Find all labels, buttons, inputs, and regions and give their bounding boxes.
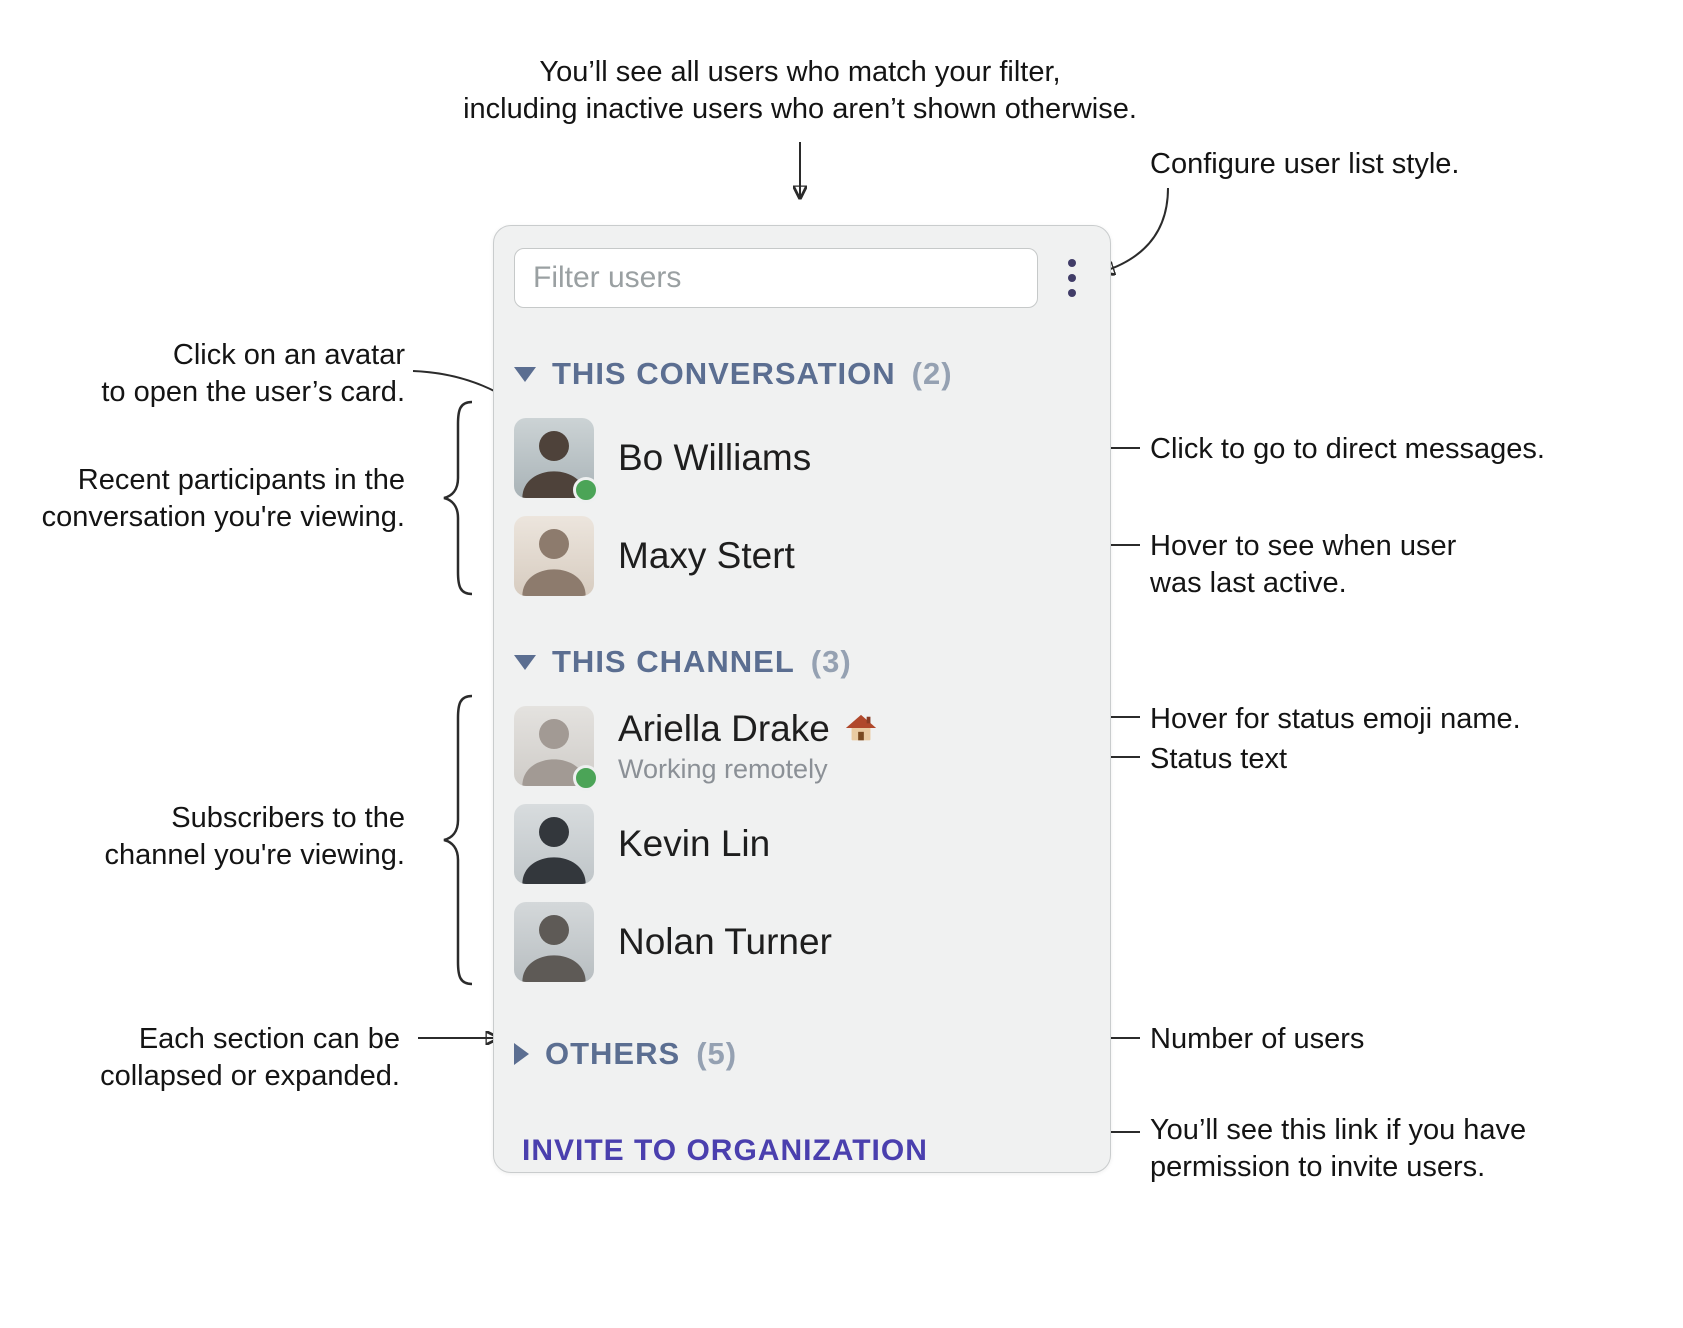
user-row: Bo Williams: [514, 418, 1090, 503]
note-status-emoji: Hover for status emoji name.: [1150, 703, 1521, 735]
note-direct-messages: Click to go to direct messages.: [1150, 433, 1545, 465]
filter-row: [514, 248, 1090, 308]
note-user-count: Number of users: [1150, 1023, 1365, 1055]
kebab-menu-icon: [1068, 289, 1076, 297]
brace-subscribers: [443, 694, 473, 986]
kebab-menu-icon: [1068, 274, 1076, 282]
avatar-maxy-stert[interactable]: [514, 516, 594, 596]
arrow-configure-to-menu: [1102, 187, 1169, 272]
avatar-kevin-lin[interactable]: [514, 804, 594, 884]
brace-recent-participants: [443, 400, 473, 596]
user-row: Nolan Turner: [514, 902, 1090, 982]
kebab-menu-icon: [1068, 259, 1076, 267]
avatar-photo: [514, 804, 594, 884]
triangle-right-icon: [514, 1043, 529, 1065]
user-row: Ariella Drake Working remotely: [514, 706, 1090, 791]
section-header-this-conversation[interactable]: THIS CONVERSATION (2): [514, 356, 1090, 392]
user-name[interactable]: Maxy Stert: [618, 535, 795, 576]
avatar-photo: [514, 516, 594, 596]
avatar-ariella-drake[interactable]: [514, 706, 599, 791]
triangle-down-icon: [514, 654, 536, 670]
avatar-nolan-turner[interactable]: [514, 902, 594, 982]
triangle-down-icon: [514, 366, 536, 382]
note-recent-participants: Recent participants in the conversation …: [41, 464, 405, 534]
section-header-this-channel[interactable]: THIS CHANNEL (3): [514, 644, 1090, 680]
user-list-panel: THIS CONVERSATION (2) Bo Williams: [493, 225, 1111, 1173]
user-name-line: Ariella Drake: [618, 708, 878, 750]
section-others: OTHERS (5): [514, 1036, 1090, 1072]
section-this-conversation: THIS CONVERSATION (2) Bo Williams: [514, 356, 1090, 596]
avatar-photo: [514, 902, 594, 982]
user-name[interactable]: Ariella Drake: [618, 707, 830, 749]
section-title: THIS CHANNEL: [552, 644, 795, 679]
filter-users-input[interactable]: [514, 248, 1038, 308]
user-status-text: Working remotely: [618, 753, 828, 784]
section-header-others[interactable]: OTHERS (5): [514, 1036, 1090, 1072]
user-name[interactable]: Bo Williams: [618, 437, 812, 478]
note-invite-permission: You’ll see this link if you have permiss…: [1150, 1114, 1527, 1184]
user-meta: Ariella Drake Working remotely: [618, 708, 878, 785]
note-filter-match: You’ll see all users who match your filt…: [463, 56, 1137, 126]
online-status-dot: [573, 765, 599, 791]
note-collapse-sections: Each section can be collapsed or expande…: [100, 1023, 400, 1093]
invite-to-organization-link[interactable]: INVITE TO ORGANIZATION: [522, 1134, 928, 1167]
user-row: Maxy Stert: [514, 516, 1090, 596]
avatar-bo-williams[interactable]: [514, 418, 599, 503]
note-status-text: Status text: [1150, 743, 1288, 775]
section-count: (2): [911, 356, 953, 391]
note-last-active: Hover to see when user was last active.: [1150, 530, 1457, 600]
note-subscribers: Subscribers to the channel you're viewin…: [104, 802, 405, 872]
user-name[interactable]: Kevin Lin: [618, 823, 771, 864]
note-configure-style: Configure user list style.: [1150, 148, 1460, 180]
note-avatar-click: Click on an avatar to open the user’s ca…: [101, 339, 405, 409]
online-status-dot: [573, 477, 599, 503]
section-count: (5): [696, 1036, 738, 1071]
house-status-emoji-icon: [844, 712, 878, 746]
user-name[interactable]: Nolan Turner: [618, 921, 832, 962]
user-list-style-button[interactable]: [1054, 248, 1090, 308]
section-title: THIS CONVERSATION: [552, 356, 896, 391]
section-this-channel: THIS CHANNEL (3) Ariella Drake: [514, 644, 1090, 982]
user-row: Kevin Lin: [514, 804, 1090, 884]
section-count: (3): [810, 644, 852, 679]
section-title: OTHERS: [545, 1036, 681, 1071]
